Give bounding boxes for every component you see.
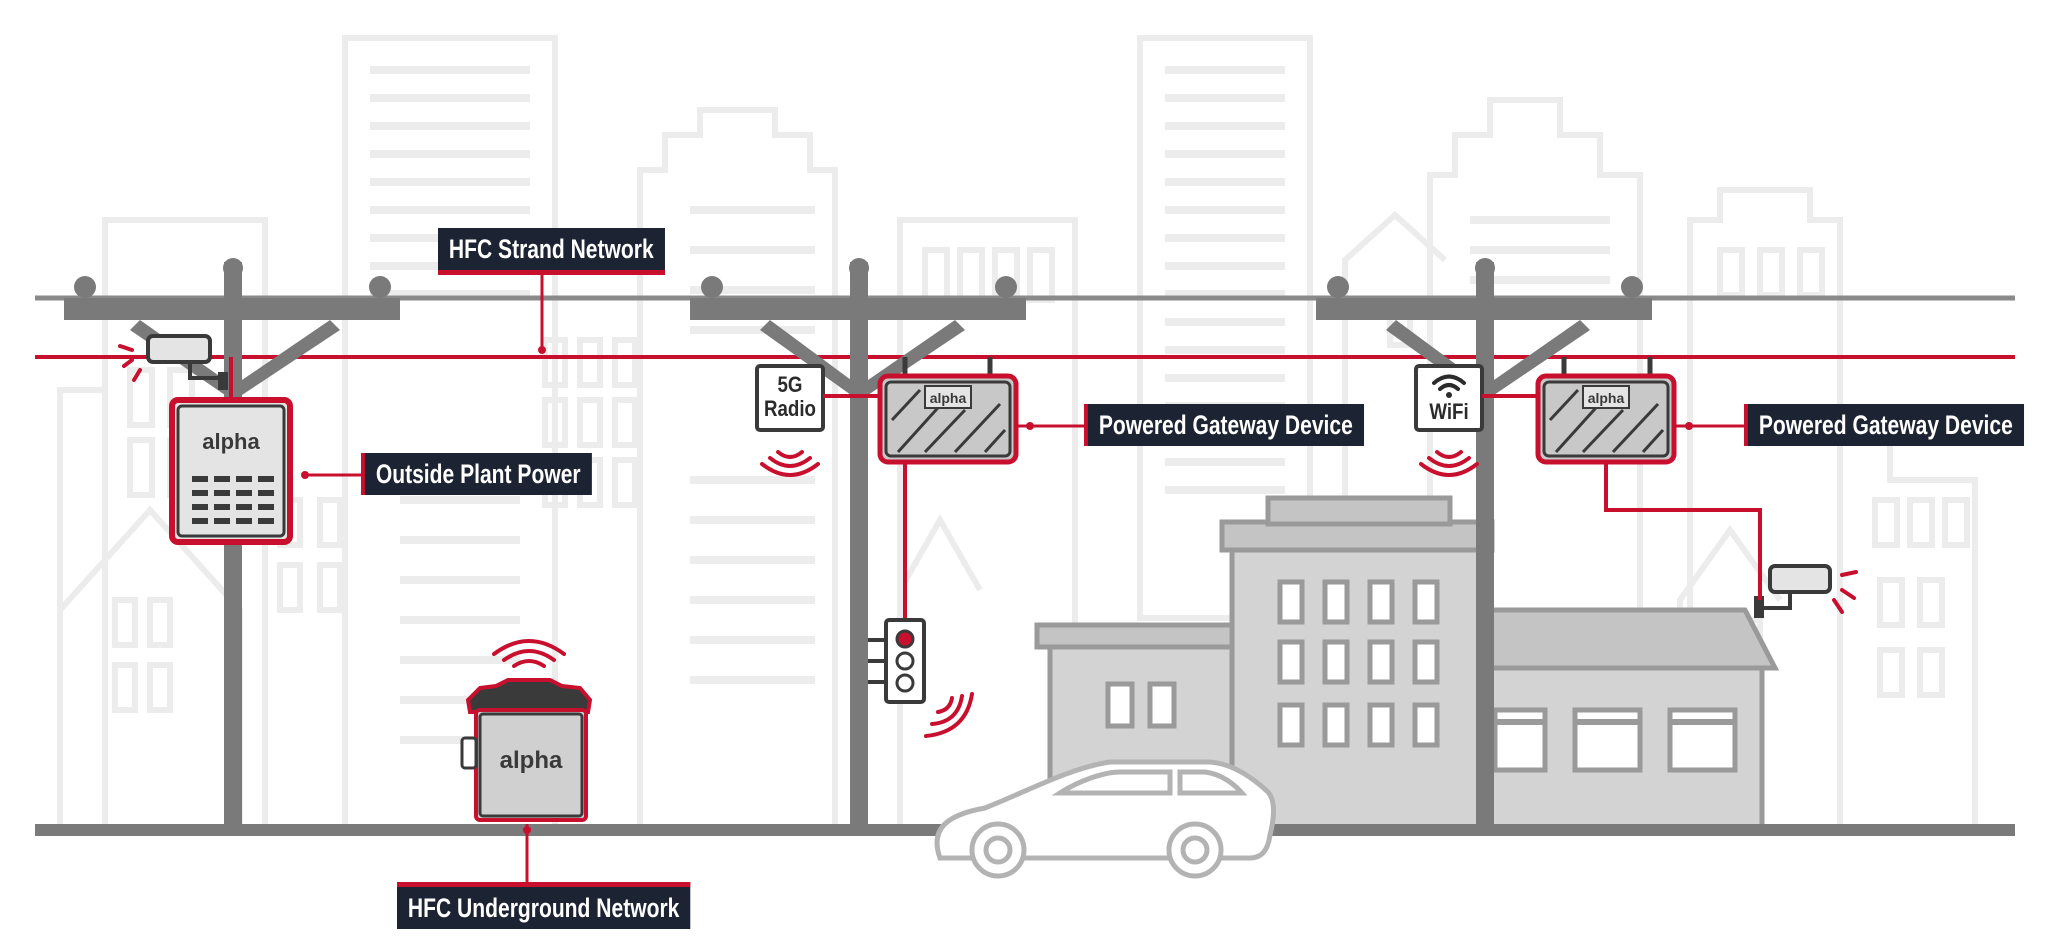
brand-mark-pedestal: alpha — [500, 747, 563, 774]
security-camera-icon-right — [1754, 564, 1858, 618]
security-camera-icon-left — [118, 334, 228, 390]
background-skyline — [57, 35, 1978, 833]
hfc-underground-pedestal — [460, 639, 593, 882]
powered-gateway-device-label-1: Powered Gateway Device — [1084, 404, 1364, 446]
wifi-text-label: WiFi — [1429, 399, 1469, 424]
gray-buildings — [1034, 495, 1780, 833]
brand-mark-gateway-2: alpha — [1588, 390, 1625, 406]
outside-plant-power-label: Outside Plant Power — [361, 453, 592, 495]
outside-plant-power-enclosure — [169, 357, 293, 545]
brand-mark-gateway-1: alpha — [930, 390, 967, 406]
5g-radio-label: 5G Radio — [762, 373, 818, 421]
traffic-light-icon — [868, 618, 974, 738]
wifi-device — [1414, 364, 1538, 477]
brand-mark-power: alpha — [202, 429, 260, 454]
powered-gateway-device-1 — [877, 357, 1085, 620]
hfc-strand-network-label: HFC Strand Network — [438, 228, 665, 275]
utility-pole-2 — [690, 258, 1026, 830]
powered-gateway-device-label-2: Powered Gateway Device — [1744, 404, 2024, 446]
5g-radio-device — [755, 364, 880, 477]
5g-radio-line2: Radio — [764, 396, 816, 421]
powered-gateway-device-2 — [1535, 357, 1762, 600]
strand-connector-dot — [538, 346, 546, 354]
wifi-icon — [1432, 374, 1466, 391]
hfc-underground-network-label: HFC Underground Network — [397, 882, 691, 929]
car — [934, 759, 1276, 879]
power-connector-dot — [301, 471, 309, 479]
leader-lines — [305, 270, 544, 477]
5g-radio-line1: 5G — [777, 372, 803, 397]
